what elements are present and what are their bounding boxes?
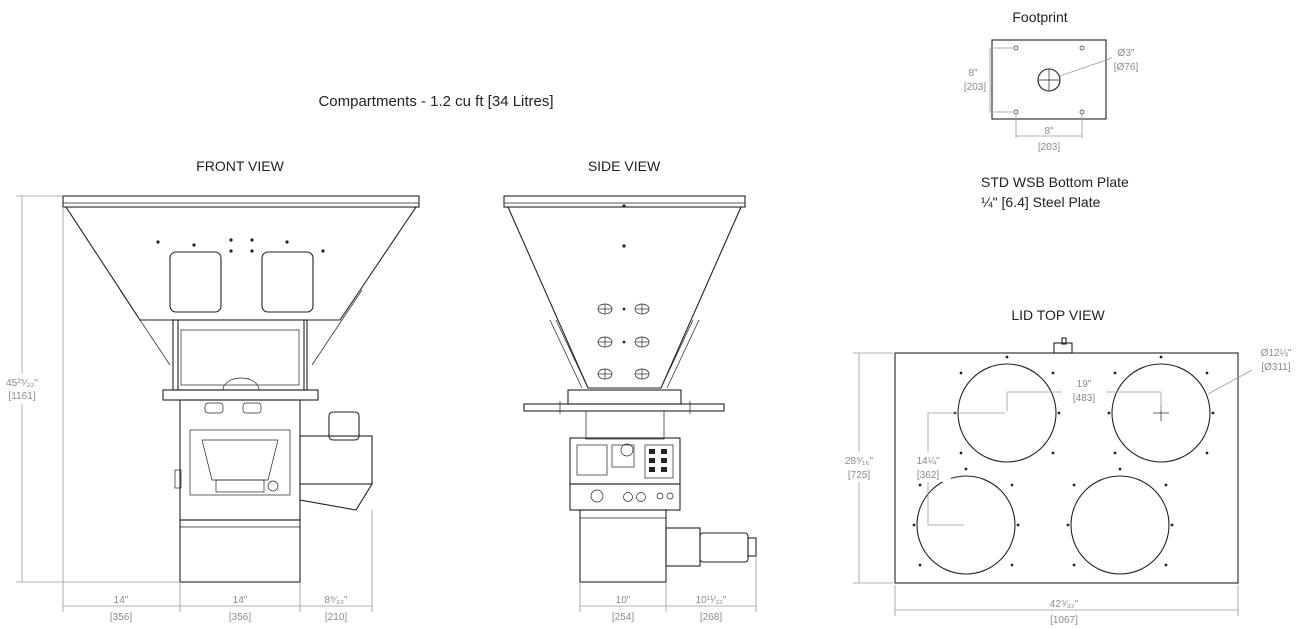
side-view-drawing	[503, 195, 757, 583]
footprint-drawing: Ø3" [Ø76] 8" [203] 8" [203]	[958, 39, 1139, 153]
lid-spacing-y-mm: [362]	[917, 470, 939, 481]
compartments-title: Compartments - 1.2 cu ft [34 Litres]	[318, 93, 553, 110]
lid-width-dim: 42⁵⁄₃₂"	[1050, 599, 1079, 610]
footprint-label: Footprint	[1012, 9, 1067, 25]
side-w2-dim: 10¹¹⁄₃₂"	[696, 595, 727, 606]
front-height-mm: [1161]	[8, 391, 35, 402]
side-view-label: SIDE VIEW	[588, 158, 661, 174]
front-view-label: FRONT VIEW	[196, 158, 284, 174]
footprint-h-dim: 8"	[968, 68, 978, 79]
lid-spacing-x-mm: [483]	[1073, 393, 1095, 404]
plate-line-2: ¼" [6.4] Steel Plate	[981, 194, 1101, 210]
plate-line-1: STD WSB Bottom Plate	[981, 174, 1129, 190]
front-view-drawing	[62, 195, 420, 583]
lid-width-mm: [1067]	[1050, 615, 1078, 626]
front-dimensions: 45²⁵⁄₃₂" [1161] 14" [356] 14" [356] 8⁹⁄₃…	[2, 195, 373, 623]
side-w1-dim: 10"	[616, 595, 631, 606]
lid-height-dim: 28⁹⁄₁₆"	[845, 456, 873, 467]
footprint-dia-mm: [Ø76]	[1114, 62, 1139, 73]
lid-spacing-y-dim: 14¼"	[916, 455, 939, 467]
lid-height-mm: [725]	[848, 470, 870, 481]
side-dimensions: 10" [254] 10¹¹⁄₃₂" [268]	[579, 556, 757, 623]
lid-dimensions: Ø12¼" [Ø311] 19" [483] 14¼" [362] 28⁹⁄₁₆…	[839, 347, 1292, 626]
lid-top-view-label: LID TOP VIEW	[1011, 307, 1105, 323]
front-w1-mm: [356]	[110, 612, 132, 623]
footprint-h-mm: [203]	[964, 82, 986, 93]
front-height-dim: 45²⁵⁄₃₂"	[6, 378, 38, 389]
front-w1-dim: 14"	[114, 595, 129, 606]
front-w2-mm: [356]	[229, 612, 251, 623]
side-w2-mm: [268]	[700, 612, 722, 623]
front-w3-mm: [210]	[325, 612, 347, 623]
lid-dia-dim: Ø12¼"	[1261, 347, 1292, 359]
footprint-dia-dim: Ø3"	[1118, 48, 1135, 59]
lid-dia-mm: [Ø311]	[1261, 362, 1290, 373]
footprint-w-dim: 8"	[1044, 126, 1054, 137]
front-w3-dim: 8⁹⁄₃₂"	[324, 595, 347, 606]
footprint-w-mm: [203]	[1038, 142, 1060, 153]
lid-spacing-x-dim: 19"	[1077, 379, 1092, 390]
front-w2-dim: 14"	[233, 595, 248, 606]
side-w1-mm: [254]	[612, 612, 634, 623]
